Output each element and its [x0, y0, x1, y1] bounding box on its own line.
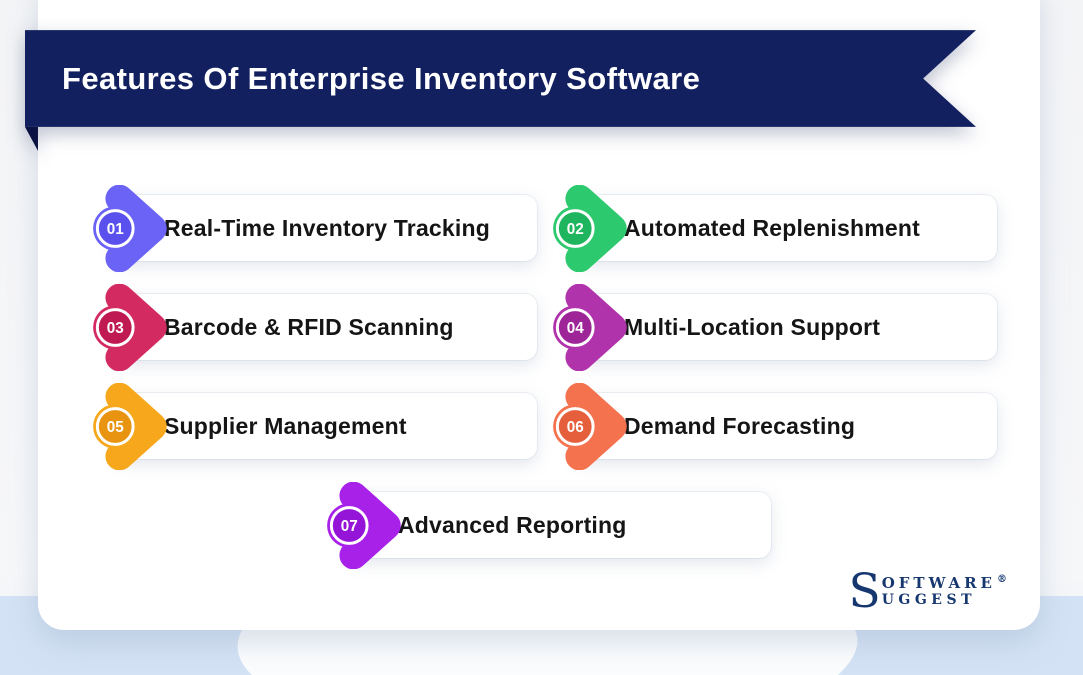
features-row: Advanced Reporting 07 — [88, 482, 1000, 569]
feature-pill: Advanced Reporting — [350, 492, 771, 558]
feature-item: Advanced Reporting 07 — [322, 482, 771, 569]
feature-number: 02 — [567, 221, 584, 238]
registered-mark: ® — [997, 574, 1007, 585]
feature-label: Automated Replenishment — [624, 214, 920, 241]
ribbon-fold — [25, 126, 38, 151]
feature-item: Supplier Management 05 — [88, 383, 537, 470]
feature-number: 05 — [107, 419, 125, 436]
features-row: Real-Time Inventory Tracking 01 Automate… — [88, 185, 1000, 272]
bottom-curve-decoration — [237, 628, 858, 675]
feature-pill: Real-Time Inventory Tracking — [116, 195, 537, 261]
feature-arrow-badge: 07 — [327, 482, 401, 569]
badge-inner-circle — [555, 209, 595, 248]
ribbon-shape — [25, 30, 977, 127]
feature-pill: Barcode & RFID Scanning — [116, 294, 537, 360]
feature-arrow-badge: 05 — [93, 383, 167, 470]
arrow-shape — [105, 383, 167, 470]
feature-label: Multi-Location Support — [624, 313, 881, 340]
feature-label: Supplier Management — [164, 412, 407, 439]
title-ribbon — [25, 30, 977, 151]
badge-inner-circle — [329, 506, 369, 545]
feature-label: Barcode & RFID Scanning — [164, 313, 454, 340]
feature-item: Real-Time Inventory Tracking 01 — [88, 185, 537, 272]
feature-arrow-badge: 03 — [93, 284, 167, 371]
feature-number: 04 — [567, 320, 585, 337]
arrow-shape — [565, 383, 627, 470]
logo-line-bottom: UGGEST — [881, 592, 977, 608]
feature-arrow-badge: 02 — [553, 185, 627, 272]
arrow-shape — [105, 185, 167, 272]
feature-arrow-badge: 06 — [553, 383, 627, 470]
logo-initial: S — [848, 564, 881, 619]
softwaresuggest-logo: S OFTWARE® UGGEST — [848, 564, 1007, 619]
logo-word-software: OFTWARE — [881, 574, 996, 592]
feature-item: Barcode & RFID Scanning 03 — [88, 284, 537, 371]
arrow-shape — [105, 284, 167, 371]
logo-line-top: OFTWARE® — [882, 575, 1007, 592]
feature-number: 01 — [107, 221, 125, 238]
feature-arrow-badge: 04 — [553, 284, 627, 371]
feature-arrow-badge: 01 — [93, 185, 167, 272]
page-title: Features Of Enterprise Inventory Softwar… — [62, 60, 701, 96]
feature-pill: Multi-Location Support — [576, 294, 997, 360]
logo-text-lines: OFTWARE® UGGEST — [882, 572, 1007, 612]
feature-item: Multi-Location Support 04 — [548, 284, 997, 371]
feature-label: Advanced Reporting — [398, 511, 627, 538]
badge-inner-circle — [555, 308, 595, 347]
feature-pill: Automated Replenishment — [576, 195, 997, 261]
feature-label: Demand Forecasting — [624, 412, 856, 439]
arrow-shape — [565, 185, 627, 272]
badge-inner-circle — [95, 308, 135, 347]
badge-inner-circle — [555, 407, 595, 446]
badge-inner-circle — [95, 209, 135, 248]
feature-number: 06 — [567, 419, 584, 436]
feature-pill: Demand Forecasting — [576, 393, 997, 459]
arrow-shape — [565, 284, 627, 371]
badge-inner-circle — [95, 407, 135, 446]
feature-pill: Supplier Management — [116, 393, 537, 459]
features-grid: Real-Time Inventory Tracking 01 Automate… — [88, 185, 1000, 581]
feature-item: Automated Replenishment 02 — [548, 185, 997, 272]
feature-number: 03 — [107, 320, 124, 337]
arrow-shape — [339, 482, 401, 569]
features-row: Barcode & RFID Scanning 03 Multi-Locatio… — [88, 284, 1000, 371]
feature-item: Demand Forecasting 06 — [548, 383, 997, 470]
feature-number: 07 — [341, 518, 358, 535]
feature-label: Real-Time Inventory Tracking — [164, 214, 491, 241]
features-row: Supplier Management 05 Demand Forecastin… — [88, 383, 1000, 470]
